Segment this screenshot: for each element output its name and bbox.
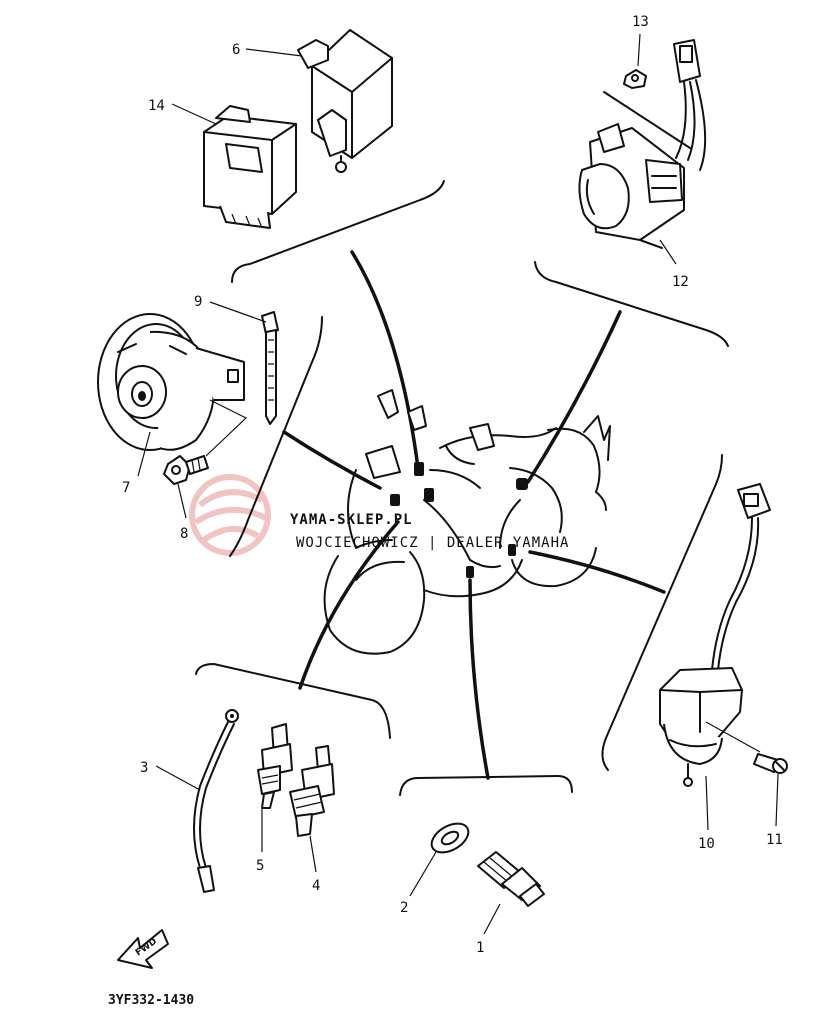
callout-14: 14 (148, 98, 165, 114)
part-switch-4 (289, 745, 335, 837)
callout-12: 12 (672, 274, 689, 290)
part-cable-tie-9 (261, 311, 279, 425)
part-bolt-8 (163, 455, 209, 485)
callout-leaders (137, 48, 779, 935)
callout-8: 8 (180, 526, 188, 542)
engine-outline (323, 389, 611, 655)
part-washer-2 (430, 822, 470, 854)
callout-4: 4 (312, 878, 320, 894)
fwd-arrow: FWD (117, 929, 169, 969)
leader-lines (282, 250, 666, 780)
callout-3: 3 (140, 760, 148, 776)
callout-10: 10 (698, 836, 715, 852)
diagram-code: 3YF332-1430 (108, 993, 194, 1008)
callout-6: 6 (232, 42, 240, 58)
part-neutral-switch-1 (477, 851, 545, 907)
part-relay-14 (203, 105, 297, 229)
part-screw-11 (705, 721, 788, 774)
part-flasher-relay-6 (297, 29, 393, 173)
group-brackets (195, 180, 729, 796)
callout-9: 9 (194, 294, 202, 310)
watermark-brand: YAMA-SKLEP.PL (290, 512, 413, 528)
part-sender-5 (257, 723, 293, 809)
watermark-logo (189, 474, 271, 556)
part-horn-7 (97, 313, 248, 457)
watermark-tagline: WOJCIECHOWICZ | DEALER YAMAHA (296, 535, 569, 551)
callout-numbers: 6 14 13 12 9 7 8 3 5 4 2 1 10 11 (122, 14, 783, 956)
callout-1: 1 (476, 940, 484, 956)
part-starter-switch-12 (578, 91, 691, 249)
callout-11: 11 (766, 832, 783, 848)
part-sensor-10 (659, 483, 771, 787)
callout-2: 2 (400, 900, 408, 916)
part-connector-plug (673, 39, 707, 171)
part-nut-13 (623, 33, 647, 89)
part-lead-wire-3 (193, 709, 239, 893)
callout-13: 13 (632, 14, 649, 30)
callout-7: 7 (122, 480, 130, 496)
callout-5: 5 (256, 858, 264, 874)
